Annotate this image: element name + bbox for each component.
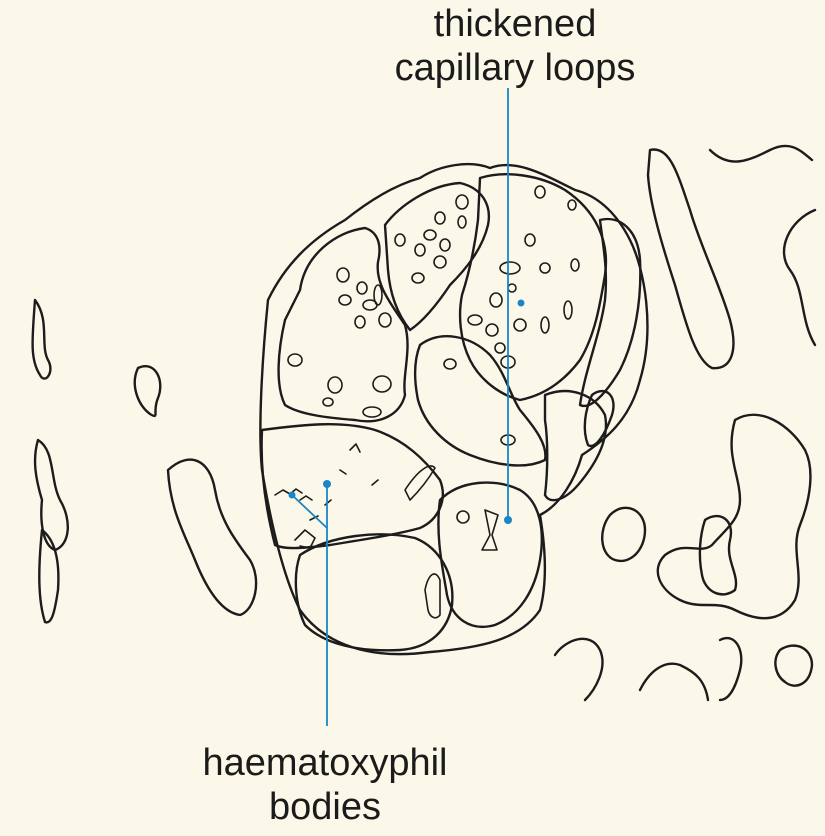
surrounding-tubules (33, 146, 815, 700)
label-bottom-line2: bodies (175, 785, 475, 829)
capillary-loops-right (444, 186, 579, 445)
label-thickened-capillary-loops: thickened capillary loops (360, 2, 670, 90)
label-haematoxyphil-bodies: haematoxyphil bodies (175, 741, 475, 829)
capillary-loops-upper-left (288, 268, 391, 417)
label-top-line1: thickened (360, 2, 670, 46)
glomerulus-outer-outline (260, 164, 647, 654)
lobule-lower-right (438, 483, 541, 627)
lobule-right (460, 174, 606, 400)
leader-dot-haematoxyphil-secondary (289, 492, 296, 499)
capillary-loops-upper-middle (395, 195, 468, 283)
lobule-far-right (580, 219, 640, 406)
lobule-lower-middle (296, 534, 453, 650)
leader-dot-haematoxyphil (323, 480, 331, 488)
label-bottom-line1: haematoxyphil (175, 741, 475, 785)
lobule-lower-left (262, 424, 443, 548)
leader-dot-capillary-loops (504, 516, 512, 524)
leader-dot-capillary-secondary (518, 300, 525, 307)
central-mass (415, 336, 545, 465)
leader-branch-haematoxyphil (292, 495, 327, 528)
label-top-line2: capillary loops (360, 46, 670, 90)
